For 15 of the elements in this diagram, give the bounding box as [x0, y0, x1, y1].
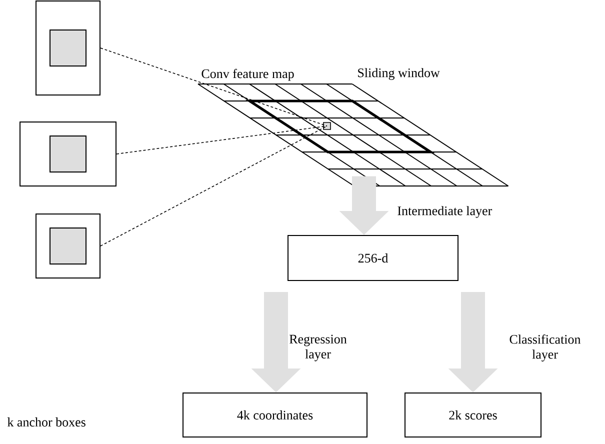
layer-box: 256-d: [288, 235, 458, 281]
layer-box: 2k scores: [404, 392, 542, 438]
small-square: [323, 122, 331, 130]
window-label: Sliding window: [358, 68, 440, 80]
caption-label: k anchor boxes: [7, 417, 86, 427]
edge-label: Regression layer: [290, 334, 347, 362]
inner-square: [50, 136, 86, 172]
edge-label: Intermediate layer: [398, 206, 492, 218]
inner-square: [50, 30, 86, 66]
dashed-line: [100, 126, 328, 246]
heading: Conv feature map: [202, 68, 294, 81]
inner-square: [50, 228, 86, 264]
edge-label: Classification layer: [510, 334, 581, 362]
layer-box: 4k coordinates: [182, 392, 368, 438]
dashed-line: [116, 126, 328, 154]
